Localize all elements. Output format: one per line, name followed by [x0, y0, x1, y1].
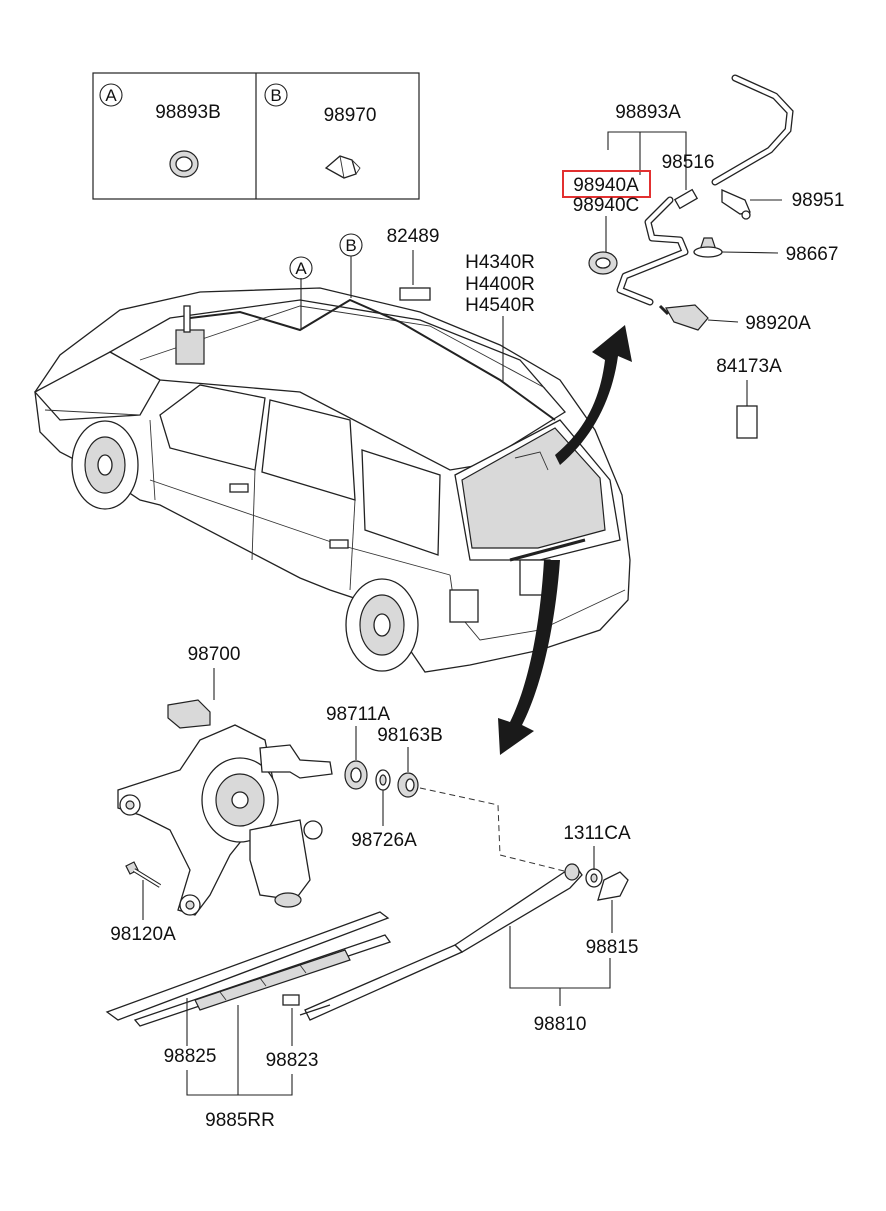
arrow-up-right-icon [555, 325, 632, 465]
label-98893a: 98893A [615, 102, 681, 123]
label-98940a: 98940A [573, 175, 639, 196]
label-98920a: 98920A [745, 313, 811, 334]
inset-a-letter: A [105, 86, 117, 105]
vehicle-illustration [33, 287, 631, 673]
vehicle-callout-b: B [345, 236, 356, 255]
grommet-icon [169, 150, 199, 178]
nut-1311ca-icon [585, 868, 603, 888]
clip-icon [324, 155, 361, 179]
label-98516: 98516 [662, 152, 715, 173]
label-sticker-icon [399, 287, 431, 301]
wiper-arm-icon [299, 863, 583, 1021]
label-98163b: 98163B [377, 725, 443, 746]
label-82489: 82489 [387, 226, 440, 247]
cap-98815-icon [597, 871, 629, 901]
cap-98163b-icon [397, 772, 419, 798]
label-1311ca: 1311CA [563, 823, 631, 844]
nozzle-98920a-icon [658, 304, 709, 331]
highlight-box [562, 170, 651, 198]
bushing-98711a-icon [344, 760, 368, 790]
inset-b-circle [264, 83, 288, 107]
label-98823: 98823 [266, 1050, 319, 1071]
vehicle-callout-a-circle [289, 256, 313, 280]
wiper-blade-icon [105, 911, 392, 1027]
label-h4540r: H4540R [465, 295, 535, 316]
inset-box: A 98893B B 98970 [92, 72, 420, 200]
insert-98823-icon [282, 994, 300, 1006]
clip-98951-icon [721, 189, 751, 220]
washer-98726a-icon [375, 769, 391, 791]
label-98815: 98815 [586, 937, 639, 958]
washer-reservoir-icon [175, 305, 205, 365]
inset-a-circle [99, 83, 123, 107]
grommet-98940c-icon [588, 251, 618, 275]
washer-hose-detail [616, 74, 794, 306]
label-98940c: 98940C [573, 195, 640, 216]
bolt-98120a-icon [125, 861, 162, 888]
arrow-down-left-icon [498, 560, 560, 755]
label-84173a-icon [736, 405, 758, 439]
label-h4340r: H4340R [465, 252, 535, 273]
washer-hose-line [189, 298, 556, 421]
label-98711a: 98711A [326, 704, 390, 725]
grommet-98667-icon [693, 237, 723, 258]
label-h4400r: H4400R [465, 274, 535, 295]
rear-wiper-mark [509, 538, 586, 562]
rear-wheel-icon [345, 578, 419, 672]
label-84173a: 84173A [716, 356, 782, 377]
connector-98516-icon [673, 188, 699, 210]
inset-b-part-label: 98970 [324, 105, 377, 126]
inset-b-letter: B [270, 86, 281, 105]
inset-a-part-label: 98893B [155, 102, 221, 123]
vehicle-callout-a: A [295, 259, 307, 278]
vehicle-callout-b-circle [339, 233, 363, 257]
label-98810: 98810 [534, 1014, 587, 1035]
label-98120a: 98120A [110, 924, 176, 945]
label-98667: 98667 [786, 244, 839, 265]
label-9885rr: 9885RR [205, 1110, 275, 1131]
alignment-dashed-line [419, 787, 569, 873]
label-98726a: 98726A [351, 830, 417, 851]
label-98825: 98825 [164, 1046, 217, 1067]
wiper-motor-icon [117, 699, 333, 916]
front-wheel-icon [71, 420, 139, 510]
label-98700: 98700 [188, 644, 241, 665]
label-98951: 98951 [792, 190, 845, 211]
